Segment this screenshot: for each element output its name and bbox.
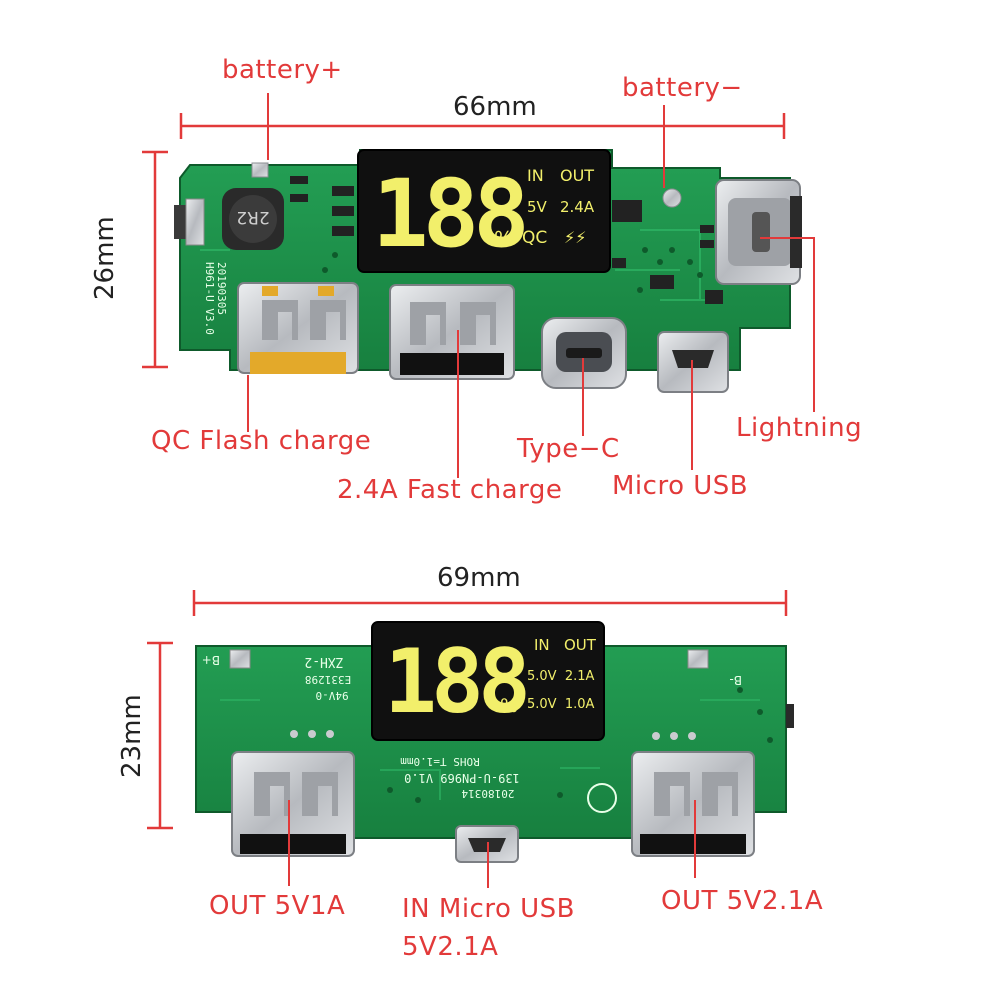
bottom-display-row1: 5.0V 2.1A (527, 669, 595, 684)
bottom-part-text: 139-U-PN969 V1.0 (404, 771, 520, 785)
callout-in-micro-usb: IN Micro USB (402, 894, 575, 924)
callout-qc-flash-charge: QC Flash charge (151, 426, 372, 456)
bottom-display-digits: 188 (384, 630, 526, 733)
top-display-out-label: OUT (560, 166, 594, 185)
bottom-display-percent: % (500, 695, 518, 717)
top-usb-a-qc-port (237, 282, 359, 374)
bottom-led-display: 188 % IN OUT 5.0V 2.1A 5.0V 1.0A (371, 621, 605, 741)
bottom-display-row2: 5.0V 1.0A (527, 697, 595, 712)
top-display-qc-label: QC (522, 228, 547, 248)
top-dimension-lines (142, 113, 786, 369)
callout-type-c: Type−C (517, 434, 620, 464)
bottom-date-text: 20180314 (461, 787, 514, 800)
top-display-flash-icon: ⚡⚡ (564, 228, 586, 247)
top-pcb-board: 2R2 H961-U V3.0 20190305 188 % IN OUT 5V… (174, 149, 802, 393)
top-lightning-port (715, 179, 802, 285)
callout-out-5v1a: OUT 5V1A (209, 891, 346, 921)
b-minus-marking: B- (729, 673, 742, 687)
bottom-dimension-lines (147, 590, 788, 830)
bottom-model-text: ZXH-2 (304, 654, 343, 669)
bottom-cert-text: E331298 (305, 673, 351, 686)
top-display-in-label: IN (527, 166, 544, 185)
top-display-in-value: 5V (527, 198, 548, 216)
bottom-rating-text: 94V-0 (315, 689, 348, 702)
top-height-label: 26mm (90, 216, 120, 300)
top-led-display: 188 % IN OUT 5V 2.4A QC ⚡⚡ (357, 149, 611, 273)
board-model-text: H961-U V3.0 (203, 262, 216, 335)
bottom-usb-a-2a-port (631, 751, 755, 857)
callout-out-5v2-1a: OUT 5V2.1A (661, 886, 824, 916)
board-date-text: 20190305 (215, 262, 228, 315)
callout-battery-plus: battery+ (222, 55, 343, 85)
top-type-c-port (541, 317, 627, 389)
bottom-display-in-label: IN (534, 636, 550, 654)
bottom-width-label: 69mm (437, 563, 521, 593)
callout-fast-charge: 2.4A Fast charge (337, 475, 563, 505)
bottom-display-out-label: OUT (564, 636, 597, 654)
bottom-pcb-board: B+ B- ZXH-2 E331298 94V-0 ROHS T=1.0mm 1… (195, 621, 794, 863)
inductor-marking: 2R2 (236, 207, 269, 227)
b-plus-marking: B+ (202, 653, 220, 667)
bottom-callout-leaders (288, 800, 696, 888)
bottom-height-label: 23mm (117, 694, 147, 778)
callout-micro-usb: Micro USB (612, 471, 749, 501)
top-usb-a-fast-port (389, 284, 515, 380)
top-display-digits: 188 (372, 160, 524, 269)
callout-in-micro-usb-rating: 5V2.1A (402, 932, 499, 962)
callout-lightning: Lightning (736, 413, 863, 443)
bottom-usb-a-1a-port (231, 751, 355, 857)
bottom-rohs-text: ROHS T=1.0mm (400, 755, 480, 768)
top-callout-leaders (247, 93, 815, 478)
top-display-percent: % (494, 227, 513, 251)
top-width-label: 66mm (453, 92, 537, 122)
top-display-out-value: 2.4A (560, 198, 595, 216)
callout-battery-minus: battery− (622, 73, 743, 103)
